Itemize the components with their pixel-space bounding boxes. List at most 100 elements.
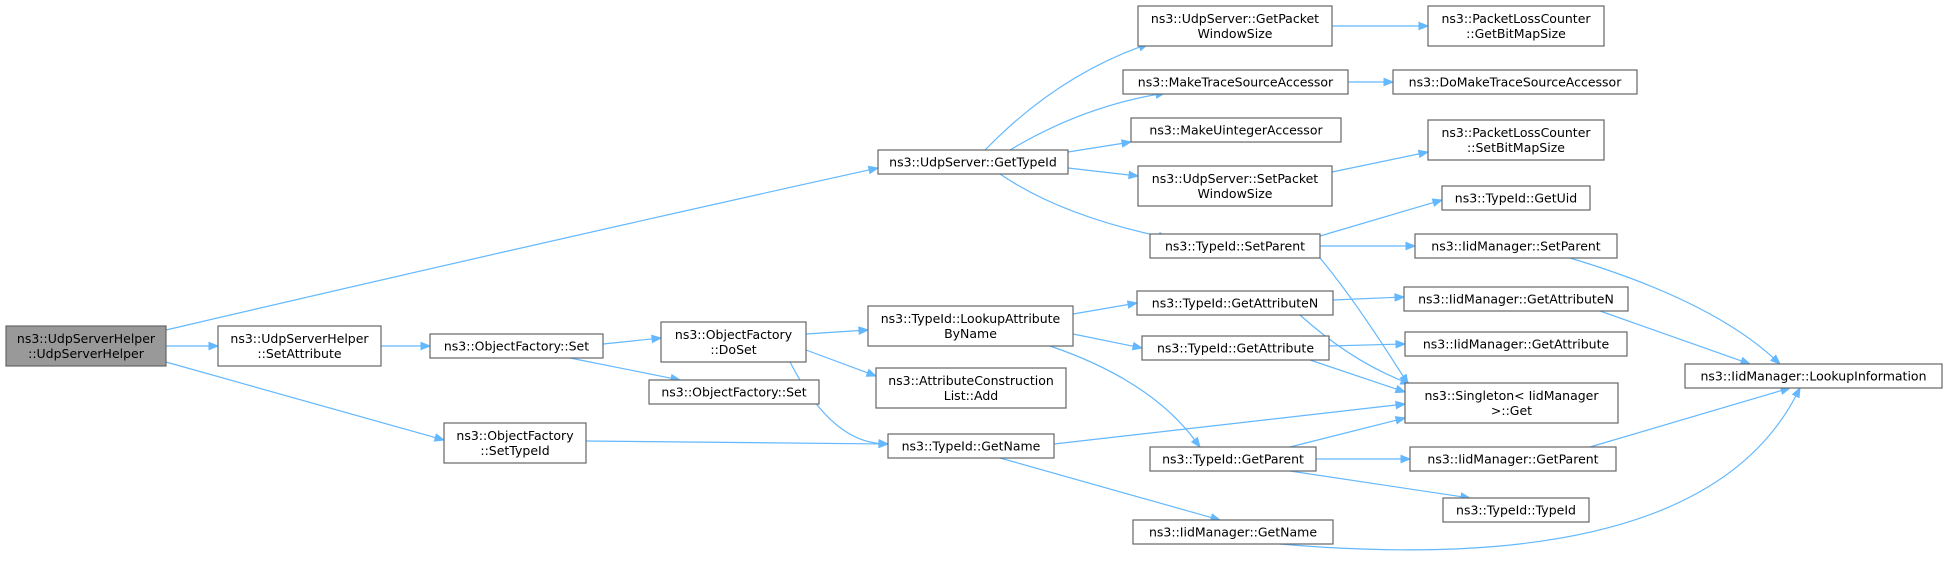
edge-arrowhead xyxy=(1190,436,1201,449)
edge-arrowhead xyxy=(651,334,663,344)
node-label-line: ns3::IidManager::GetName xyxy=(1149,525,1317,540)
edge-line xyxy=(805,329,861,335)
edge-tid_getparent-to-tid_typeid xyxy=(1289,470,1472,501)
node-label-line: ns3::UdpServer::GetPacket xyxy=(1151,11,1319,26)
node-label-line: ns3::Singleton< IidManager xyxy=(1424,388,1599,403)
node-label-line: ns3::ObjectFactory xyxy=(675,327,793,342)
edge-arrowhead xyxy=(1417,149,1430,159)
edges-layer xyxy=(165,21,1801,551)
edge-tid_lookupattr-to-tid_getparent xyxy=(1049,345,1201,449)
node-label-line: ::SetTypeId xyxy=(480,443,549,458)
node-label-line: ns3::TypeId::GetUid xyxy=(1455,191,1577,206)
node-of-settypeid[interactable]: ns3::ObjectFactory::SetTypeId xyxy=(443,422,587,464)
edge-line xyxy=(1328,343,1398,347)
node-tid-getattrn[interactable]: ns3::TypeId::GetAttributeN xyxy=(1136,290,1334,316)
edge-line xyxy=(984,46,1141,151)
node-box xyxy=(1427,5,1605,47)
node-of-set[interactable]: ns3::ObjectFactory::Set xyxy=(429,333,604,359)
edge-of_set-to-of_doset xyxy=(602,334,663,345)
edge-line xyxy=(1331,153,1421,173)
node-us-gettypeid[interactable]: ns3::UdpServer::GetTypeId xyxy=(877,149,1069,175)
edge-arrowhead xyxy=(1770,354,1781,365)
node-iid-setparent[interactable]: ns3::IidManager::SetParent xyxy=(1414,233,1618,259)
edge-root-to-helper_setattr xyxy=(166,341,220,351)
node-tid-getname[interactable]: ns3::TypeId::GetName xyxy=(887,433,1055,459)
edge-line xyxy=(1072,333,1135,347)
edge-line xyxy=(1299,314,1403,382)
node-domake-tsa[interactable]: ns3::DoMakeTraceSourceAccessor xyxy=(1392,69,1638,95)
node-label-line: List::Add xyxy=(944,388,998,403)
node-box xyxy=(1137,5,1333,47)
edge-arrowhead xyxy=(1791,386,1801,399)
node-box xyxy=(1130,117,1342,143)
nodes-layer: ns3::UdpServerHelper::UdpServerHelperns3… xyxy=(5,5,1943,545)
edge-arrowhead xyxy=(1431,198,1444,207)
node-tid-getuid[interactable]: ns3::TypeId::GetUid xyxy=(1441,185,1591,211)
edge-arrowhead xyxy=(1120,139,1133,148)
node-helper-setattr[interactable]: ns3::UdpServerHelper::SetAttribute xyxy=(217,325,382,367)
node-label-line: ::SetBitMapSize xyxy=(1467,140,1565,155)
edge-tid_setparent-to-singleton_get xyxy=(1319,257,1409,386)
node-iid-getname[interactable]: ns3::IidManager::GetName xyxy=(1132,519,1334,545)
node-of-doset[interactable]: ns3::ObjectFactory::DoSet xyxy=(660,321,807,363)
edge-tid_getparent-to-iid_getparent xyxy=(1316,454,1412,464)
node-make-uia[interactable]: ns3::MakeUintegerAccessor xyxy=(1130,117,1342,143)
node-label-line: ns3::TypeId::GetAttributeN xyxy=(1152,296,1318,311)
edge-line xyxy=(1319,257,1405,378)
node-iid-getattr[interactable]: ns3::IidManager::GetAttribute xyxy=(1404,331,1628,357)
node-label-line: >::Get xyxy=(1491,403,1532,418)
node-label-line: ns3::IidManager::GetAttribute xyxy=(1423,337,1610,352)
node-singleton-get[interactable]: ns3::Singleton< IidManager >::Get xyxy=(1404,382,1619,424)
node-label-line: ::GetBitMapSize xyxy=(1466,26,1566,41)
node-label-line: ::DoSet xyxy=(710,342,756,357)
node-tid-setparent[interactable]: ns3::TypeId::SetParent xyxy=(1149,233,1321,259)
node-label-line: ns3::IidManager::SetParent xyxy=(1431,239,1601,254)
node-label-line: WindowSize xyxy=(1198,186,1273,201)
edge-make_tsa-to-domake_tsa xyxy=(1348,77,1395,87)
edge-arrowhead xyxy=(1418,21,1430,31)
edge-arrowhead xyxy=(1395,339,1407,349)
node-label-line: ns3::TypeId::TypeId xyxy=(1456,503,1576,518)
node-iid-lookupinfo[interactable]: ns3::IidManager::LookupInformation xyxy=(1684,363,1943,389)
node-root[interactable]: ns3::UdpServerHelper::UdpServerHelper xyxy=(5,325,167,367)
edge-line xyxy=(1279,394,1797,551)
node-box xyxy=(887,433,1055,459)
edge-us_gettypeid-to-make_uia xyxy=(1067,139,1133,153)
edge-line xyxy=(1067,167,1131,176)
node-iid-getparent[interactable]: ns3::IidManager::GetParent xyxy=(1409,446,1617,472)
node-make-tsa[interactable]: ns3::MakeTraceSourceAccessor xyxy=(1122,69,1349,95)
node-iid-getattrn[interactable]: ns3::IidManager::GetAttributeN xyxy=(1403,286,1629,312)
edge-line xyxy=(1569,257,1775,360)
node-tid-getattr[interactable]: ns3::TypeId::GetAttribute xyxy=(1141,335,1330,361)
node-plc-getbms[interactable]: ns3::PacketLossCounter::GetBitMapSize xyxy=(1427,5,1605,47)
node-tid-getparent[interactable]: ns3::TypeId::GetParent xyxy=(1149,446,1317,472)
edge-arrowhead xyxy=(858,326,870,335)
node-tid-typeid[interactable]: ns3::TypeId::TypeId xyxy=(1442,497,1590,523)
node-box xyxy=(443,422,587,464)
edge-arrowhead xyxy=(1394,416,1407,425)
node-box xyxy=(660,321,807,363)
edge-iid_getname-to-iid_lookupinfo xyxy=(1279,386,1801,551)
edge-arrowhead xyxy=(1383,77,1395,87)
node-label-line: ns3::TypeId::GetParent xyxy=(1162,452,1304,467)
node-label-line: ns3::TypeId::GetName xyxy=(902,439,1041,454)
edge-arrowhead xyxy=(1739,356,1752,365)
edge-line xyxy=(585,440,881,445)
edge-tid_setparent-to-tid_getuid xyxy=(1319,198,1444,237)
edge-us_gettypeid-to-us_setpws xyxy=(1067,167,1140,180)
node-of-set2[interactable]: ns3::ObjectFactory::Set xyxy=(648,379,820,405)
edge-arrowhead xyxy=(1126,300,1139,309)
node-label-line: ns3::UdpServerHelper xyxy=(230,331,369,346)
edge-line xyxy=(1009,93,1158,151)
edge-of_doset-to-tid_lookupattr xyxy=(805,326,870,335)
node-label-line: ns3::UdpServerHelper xyxy=(17,331,156,346)
node-plc-setbms[interactable]: ns3::PacketLossCounter::SetBitMapSize xyxy=(1427,119,1605,161)
node-box xyxy=(648,379,820,405)
node-box xyxy=(1403,286,1629,312)
node-label-line: ns3::TypeId::GetAttribute xyxy=(1157,341,1314,356)
